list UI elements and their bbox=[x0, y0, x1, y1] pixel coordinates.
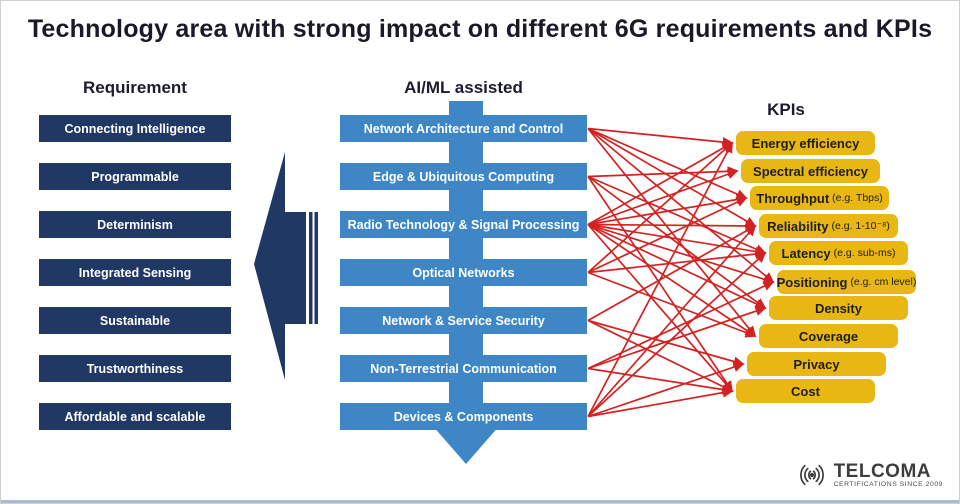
kpi-label: Energy efficiency bbox=[751, 135, 860, 151]
connection-line bbox=[587, 141, 733, 417]
connection-line bbox=[587, 223, 775, 285]
kpi-label: Density bbox=[815, 300, 862, 316]
connection-line bbox=[587, 223, 757, 337]
telcoma-logo: TELCOMA CERTIFICATIONS SINCE 2009 bbox=[794, 457, 943, 493]
kpi-column-header: KPIs bbox=[767, 100, 805, 119]
connection-line bbox=[587, 281, 775, 370]
connection-line bbox=[587, 387, 734, 418]
kpi-label: Reliability bbox=[767, 218, 829, 234]
tech-column-header: AI/ML assisted bbox=[404, 78, 523, 97]
requirement-box: Determinism bbox=[39, 211, 231, 238]
connection-line bbox=[587, 197, 748, 274]
kpi-box: Throughput(e.g. Tbps) bbox=[750, 186, 889, 210]
kpi-box: Coverage bbox=[759, 324, 898, 348]
kpi-label: Positioning bbox=[776, 274, 848, 290]
requirement-box: Sustainable bbox=[39, 307, 231, 334]
connection-line bbox=[587, 224, 757, 418]
kpi-box: Spectral efficiency bbox=[741, 159, 880, 183]
connection-line bbox=[587, 194, 748, 226]
connection-line bbox=[587, 127, 748, 199]
kpi-box: Energy efficiency bbox=[736, 131, 875, 155]
kpi-label: Cost bbox=[791, 383, 820, 399]
kpi-box: Cost bbox=[736, 379, 875, 403]
tech-box: Non-Terrestrial Communication bbox=[340, 355, 587, 382]
kpi-note: (e.g. sub-ms) bbox=[833, 247, 896, 259]
logo-name: TELCOMA bbox=[833, 460, 931, 482]
tech-box: Edge & Ubiquitous Computing bbox=[340, 163, 587, 190]
connection-line bbox=[587, 169, 739, 226]
kpi-label: Throughput bbox=[756, 190, 830, 206]
bottom-accent-strip bbox=[1, 500, 959, 503]
page-title: Technology area with strong impact on di… bbox=[27, 15, 933, 43]
connection-line bbox=[587, 271, 757, 338]
tech-box: Radio Technology & Signal Processing bbox=[340, 211, 587, 238]
kpi-box: Latency(e.g. sub-ms) bbox=[769, 241, 908, 265]
kpi-label: Latency bbox=[781, 245, 831, 261]
connection-line bbox=[587, 166, 739, 178]
connection-line bbox=[587, 362, 745, 418]
kpi-note: (e.g. 1-10⁻⁸) bbox=[831, 220, 890, 232]
kpi-label: Privacy bbox=[793, 356, 840, 372]
requirement-box: Trustworthiness bbox=[39, 355, 231, 382]
kpi-note: (e.g. Tbps) bbox=[832, 192, 883, 204]
tech-box: Network & Service Security bbox=[340, 307, 587, 334]
connection-line bbox=[587, 223, 734, 393]
connection-line bbox=[587, 319, 745, 367]
kpi-box: Density bbox=[769, 296, 908, 320]
kpi-note: (e.g. cm level) bbox=[850, 276, 917, 288]
connection-line bbox=[587, 127, 757, 338]
requirement-box: Integrated Sensing bbox=[39, 259, 231, 286]
radio-waves-icon bbox=[799, 464, 824, 486]
down-arrow-icon bbox=[432, 425, 500, 464]
connection-line bbox=[587, 175, 767, 310]
connection-line bbox=[587, 175, 767, 254]
connection-line bbox=[587, 127, 757, 227]
requirement-box: Connecting Intelligence bbox=[39, 115, 231, 142]
connection-line bbox=[587, 319, 734, 392]
connection-line bbox=[587, 127, 734, 148]
connection-line bbox=[587, 223, 767, 309]
tech-box: Optical Networks bbox=[340, 259, 587, 286]
connection-line bbox=[587, 306, 767, 370]
requirement-box: Programmable bbox=[39, 163, 231, 190]
kpi-label: Coverage bbox=[798, 328, 859, 344]
logo-tagline: CERTIFICATIONS SINCE 2009 bbox=[833, 480, 943, 488]
connection-line bbox=[587, 248, 767, 274]
connection-line bbox=[587, 141, 734, 274]
connection-line bbox=[587, 225, 757, 322]
tech-box: Network Architecture and Control bbox=[340, 115, 587, 142]
connection-line bbox=[587, 367, 734, 395]
requirement-box: Affordable and scalable bbox=[39, 403, 231, 430]
connection-line bbox=[587, 176, 733, 393]
tech-box: Devices & Components bbox=[340, 403, 587, 430]
kpi-box: Privacy bbox=[747, 352, 886, 376]
kpi-box: Positioning(e.g. cm level) bbox=[777, 270, 916, 294]
requirement-column-header: Requirement bbox=[83, 78, 187, 97]
connection-line bbox=[587, 142, 734, 226]
connection-line bbox=[587, 220, 757, 232]
connection-line bbox=[587, 223, 767, 257]
kpi-label: Spectral efficiency bbox=[753, 163, 868, 179]
kpi-box: Reliability(e.g. 1-10⁻⁸) bbox=[759, 214, 898, 238]
